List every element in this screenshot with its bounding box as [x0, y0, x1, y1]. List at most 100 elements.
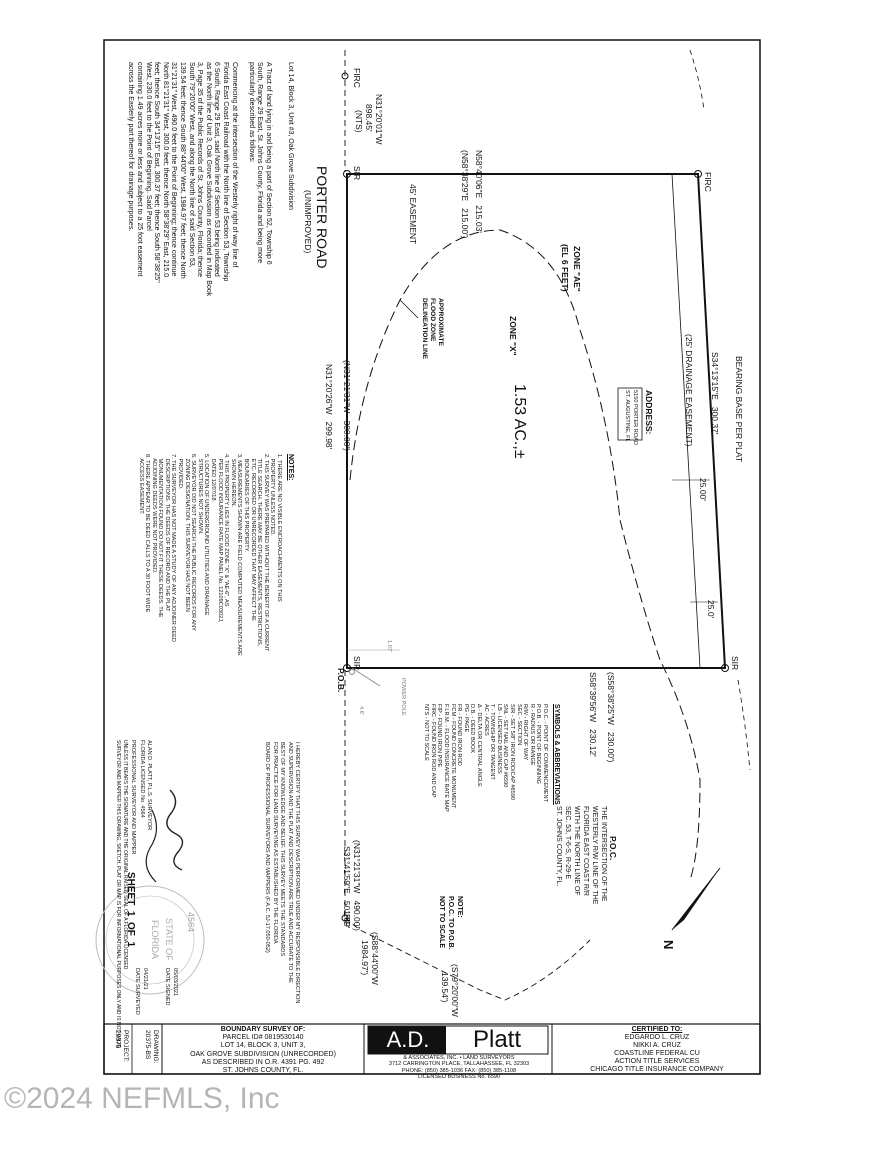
poc-dashed-line [344, 917, 591, 1001]
west-meas-label: N31°20'26"W 299.98' [324, 364, 334, 450]
firm-line4: LICENSED BUSINESS No. 6590 [417, 1074, 501, 1081]
north-arrow-label: N [661, 940, 676, 950]
sheet-number: SHEET 1 OF 1 [125, 872, 136, 948]
fip-monument [341, 914, 349, 922]
flood-leader [399, 299, 419, 319]
easement-45-label: 45' EASEMENT [408, 184, 418, 245]
certified-to-title: CERTIFIED TO: [631, 1026, 683, 1033]
zone-ae-label: ZONE "AE" [572, 246, 582, 292]
east-bearing-label: S34°13'15"E 300.37' [710, 352, 720, 435]
firm-info: & ASSOCIATES, INC. • LAND SURVEYORS 3712… [366, 1055, 552, 1081]
survey-line-4: AS DESCRIBED IN O.R. 4391 PG. 492 [201, 1058, 325, 1066]
survey-line-3: OAK GROVE SUBDIVISION (UNRECORDED) [190, 1050, 336, 1058]
address-box [617, 387, 643, 441]
north-line-label: N31°20'01"W [374, 94, 384, 145]
certified-to-block: CERTIFIED TO: EDGARDO L. CRUZ NIKKI A. C… [556, 1026, 758, 1074]
drainage-easement-line [671, 173, 701, 669]
power-pole-symbol [349, 669, 355, 675]
seal-florida: FLORIDA [150, 920, 160, 960]
unimproved-label: (UNIMPROVED) [303, 190, 313, 254]
flood-zone-line [349, 229, 701, 881]
firm-line3: PHONE: (850) 385-1036 FAX: (850) 385-110… [401, 1067, 517, 1074]
dim-25b-label: 25.0' [706, 600, 716, 619]
notes-title: NOTES: [287, 454, 294, 481]
top-line-plat-label: (N58°38'29"E 215.00') [460, 150, 470, 239]
power-pole-label: POWER POLE [400, 678, 406, 716]
nts-label: (NTS) [354, 110, 364, 133]
firc-ne-label: FIRC [703, 172, 713, 192]
top-right-dashed [689, 49, 705, 111]
sir-se-label: SIR [730, 656, 740, 671]
sir-se-monument [721, 664, 729, 672]
project-label: PROJECT: [122, 1030, 129, 1062]
sir-pob-monument [343, 664, 351, 672]
lower-plat-label: (N31°21'31"W 490.00') [352, 840, 362, 931]
symbols-title: SYMBOLS & ABBREVIATIONS [553, 704, 560, 805]
top-line-label: N58°40'06"E 215.03' [474, 150, 484, 233]
address-line1: 5150 PORTER ROAD [632, 390, 638, 445]
address-title: ADDRESS: [644, 390, 654, 435]
pc-line2-label: (S79°20'00"W [450, 964, 460, 1017]
seal-license: 4564 [186, 912, 196, 933]
certified-to-2: NIKKI A. CRUZ [633, 1042, 681, 1049]
legal-lot-line: Lot 14, Block 3, Unit #3, Oak Grove Subd… [287, 62, 294, 210]
survey-line-5: ST. JOHNS COUNTY, FL. [222, 1067, 304, 1075]
poc-text: THE INTERSECTION OF THE WESTERLY R/W LIN… [555, 806, 607, 905]
drawing-label: DRAWING: [152, 1030, 159, 1064]
certified-to-3: COASTLINE FEDERAL CU [614, 1050, 700, 1057]
title-block-frame [103, 1023, 761, 1075]
firc-top-label: FIRC [352, 68, 362, 88]
drawing-value: 20375-BS [144, 1030, 151, 1060]
certified-to-4: ACTION TITLE SERVICES [614, 1058, 700, 1065]
address-line2: ST. AUGUSTINE, FL [624, 390, 630, 442]
bearing-base-label: BEARING BASE PER PLAT [734, 356, 744, 463]
survey-title-block: BOUNDARY SURVEY OF: PARCEL ID# 081953014… [164, 1026, 362, 1075]
pc-line2-dist-label: 139.54') [440, 972, 450, 1003]
firc-top-monument [341, 72, 349, 80]
south-meas-label: S58°39'56"W 230.12' [588, 672, 598, 757]
date-surveyed-label: DATE SURVEYED [134, 968, 140, 1015]
legal-description: A Tract of land lying in and being a par… [127, 62, 273, 297]
dim-46-label: 4.6' [358, 706, 364, 715]
south-plat-label: (S58°38'25"W 230.00') [606, 672, 616, 763]
signature-mark-2 [145, 809, 158, 883]
fip-label: FIP [342, 914, 352, 928]
seal-state: STATE OF [164, 918, 174, 961]
logo-black-panel [368, 1026, 446, 1054]
flood-line-label: APPROXIMATE FLOOD ZONE DELINEATION LINE [421, 298, 444, 360]
firm-line2: 3712 CARRINGTON PLACE, TALLAHASSEE, FL 3… [388, 1061, 530, 1068]
parcel-boundary [346, 173, 727, 669]
pob-label: P.O.B. [336, 668, 346, 693]
survey-title: BOUNDARY SURVEY OF: [220, 1026, 306, 1033]
north-arrow-shaft [671, 867, 721, 931]
pc-line-dist-label: 1984.97') [360, 940, 370, 976]
acreage-label: 1.53 AC.,± [511, 384, 528, 459]
date-surveyed: 04/21/21 [142, 968, 148, 990]
survey-line-1: PARCEL ID# 0819530140 [222, 1034, 304, 1042]
signature-mark [166, 789, 184, 871]
firm-line1: & ASSOCIATES, INC. • LAND SURVEYORS [403, 1055, 515, 1061]
zone-ae-el-label: (EL 6 FEET) [560, 244, 570, 292]
surveyor-title: PROFESSIONAL SURVEYOR AND MAPPER [130, 740, 136, 855]
certified-to-1: EDGARDO L. CRUZ [624, 1034, 690, 1041]
project-value: 20375 [114, 1030, 121, 1049]
certification-text: I HEREBY CERTIFY THAT THIS SURVEY WAS PE… [264, 742, 300, 1004]
dim-107-label: 1.07' [386, 640, 392, 652]
dim-25a-label: 25.00' [698, 478, 708, 501]
drainage-easement-label: (25' DRAINAGE EASEMENT) [684, 334, 694, 447]
firc-ne-monument [694, 170, 702, 178]
poc-title: P.O.C. [608, 836, 618, 861]
west-plat-label: (N31°21'31"W 300.00') [342, 360, 352, 451]
notes-body: 1. THERE ARE NO VISIBLE ENCROACHMENTS ON… [137, 454, 282, 656]
date-signed-label: DATE SIGNED [164, 968, 170, 1006]
surveyor-seal-inner [105, 895, 195, 985]
survey-line-2: LOT 14, BLOCK 3, UNIT 3, [220, 1042, 306, 1050]
pc-line-label: (S88°44'00"W [370, 932, 380, 985]
note-label: NOTE: P.O.C. TO P.O.B. NOT TO SCALE [438, 896, 463, 950]
sir-nw-label: SIR [352, 166, 362, 181]
north-line-dist-label: 898.45' [364, 104, 374, 132]
rail-line-dashed [737, 679, 751, 771]
certified-to-5: CHICAGO TITLE INSURANCE COMPANY [590, 1066, 724, 1073]
mls-watermark: ©2024 NEFMLS, Inc [4, 1082, 280, 1115]
